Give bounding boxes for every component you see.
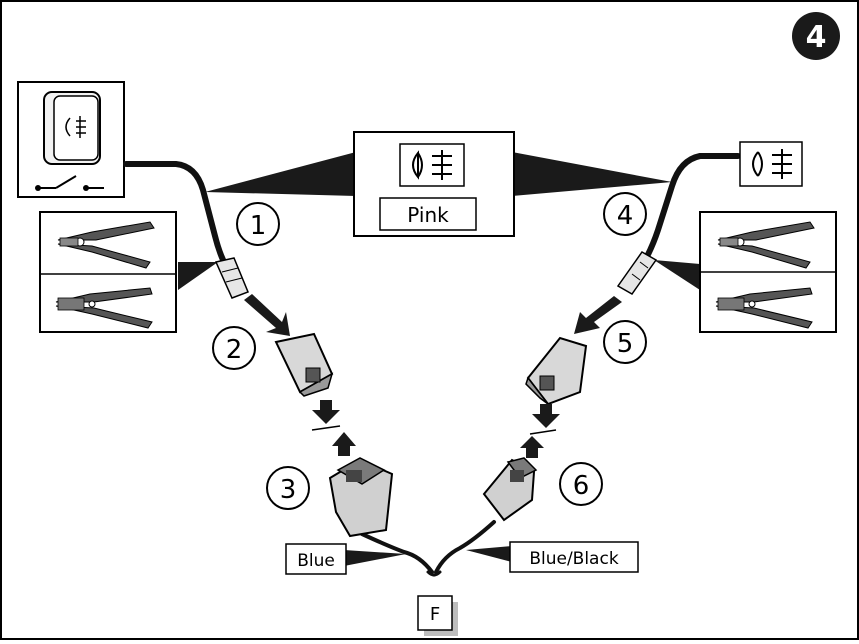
f-label: F bbox=[430, 604, 440, 625]
center-callout-wedges bbox=[205, 152, 672, 196]
svg-text:6: 6 bbox=[573, 471, 590, 501]
step-number: 4 bbox=[806, 20, 827, 55]
blue-label: Blue bbox=[297, 551, 335, 571]
insert-arrow-left bbox=[244, 294, 290, 336]
svg-text:1: 1 bbox=[250, 211, 267, 241]
right-tool-wedge bbox=[654, 260, 700, 290]
callout-1: 1 bbox=[236, 202, 280, 246]
crimper-icon bbox=[55, 287, 153, 329]
blue-wire-label-box: Blue bbox=[285, 543, 347, 575]
fog-lamp-icon bbox=[412, 150, 452, 180]
callout-6: 6 bbox=[559, 462, 603, 506]
connector-6-housing bbox=[482, 457, 538, 522]
connector-3-housing bbox=[328, 457, 394, 538]
fog-lamp-box bbox=[739, 141, 803, 187]
svg-text:4: 4 bbox=[617, 201, 634, 231]
wire-stripper-icon bbox=[717, 221, 815, 269]
blue-black-label: Blue/Black bbox=[529, 549, 618, 569]
left-tools-box bbox=[39, 211, 177, 333]
left-crimp-terminal bbox=[214, 257, 249, 299]
connector-2-housing bbox=[274, 332, 334, 397]
switch-symbol-icon bbox=[35, 175, 104, 191]
callout-4: 4 bbox=[603, 192, 647, 236]
right-crimp-terminal bbox=[616, 251, 658, 295]
blue-black-label-wedge bbox=[466, 546, 512, 562]
callout-5: 5 bbox=[603, 320, 647, 364]
left-tool-wedge bbox=[178, 262, 218, 290]
callout-2: 2 bbox=[212, 326, 256, 370]
up-arrow-right bbox=[520, 436, 544, 458]
svg-text:5: 5 bbox=[617, 329, 634, 359]
switch-box bbox=[17, 81, 125, 198]
svg-text:3: 3 bbox=[280, 475, 297, 505]
callout-3: 3 bbox=[266, 466, 310, 510]
right-tools-box bbox=[699, 211, 837, 333]
up-arrow-left bbox=[332, 432, 356, 456]
fog-lamp-icon bbox=[752, 149, 792, 179]
down-arrow-right bbox=[532, 404, 560, 428]
connector-5-housing bbox=[525, 336, 588, 406]
fog-switch-icon bbox=[43, 91, 101, 165]
crimper-icon bbox=[715, 287, 813, 329]
connector-f-box: F bbox=[417, 595, 458, 636]
wire-stripper-icon bbox=[57, 221, 155, 269]
down-arrow-left bbox=[312, 400, 340, 424]
step-badge: 4 bbox=[792, 12, 840, 60]
insert-arrow-right bbox=[574, 296, 622, 334]
pink-wire-box: Pink bbox=[353, 131, 515, 237]
pink-label: Pink bbox=[407, 203, 449, 227]
blue-label-wedge bbox=[344, 550, 406, 566]
blue-black-wire-label-box: Blue/Black bbox=[509, 541, 639, 573]
svg-text:2: 2 bbox=[226, 335, 243, 365]
arrows bbox=[244, 294, 622, 458]
